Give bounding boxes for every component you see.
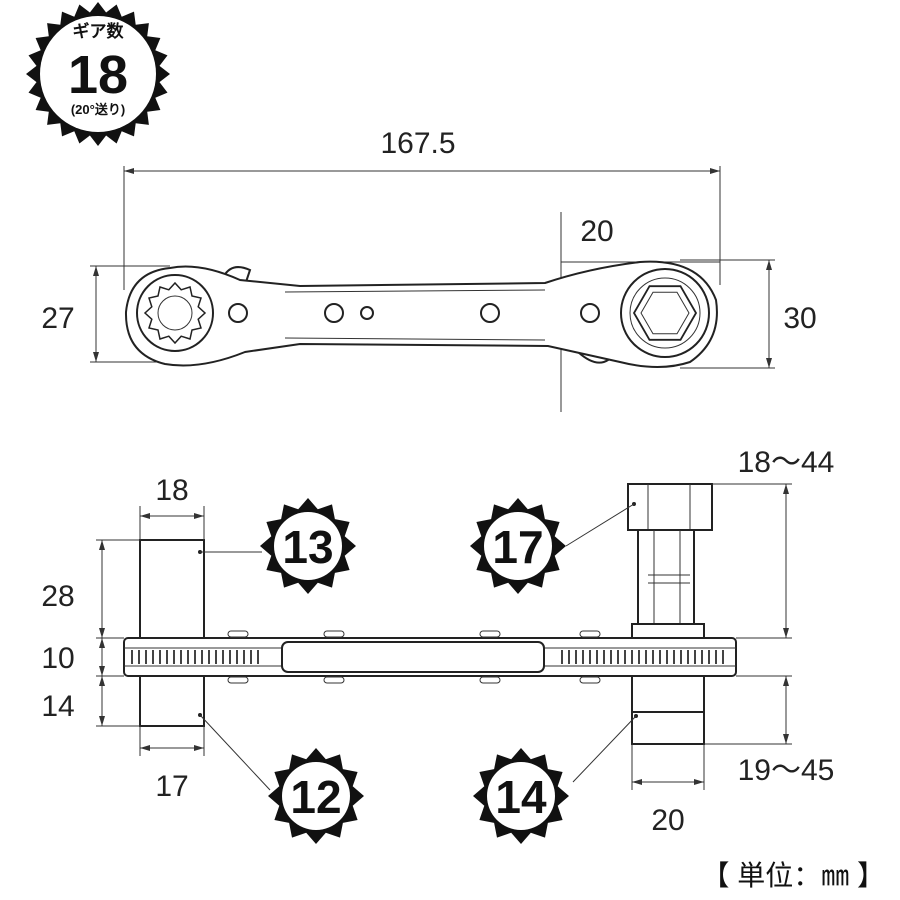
- socket-top-width-label: 18: [155, 474, 188, 507]
- badge-top-label: ギア数: [73, 21, 125, 41]
- badge-gear-number: 18: [68, 45, 128, 105]
- size-13-label: 13: [282, 521, 333, 573]
- overall-length-label: 167.5: [380, 127, 455, 160]
- socket-bottom-length-label: 14: [41, 690, 74, 723]
- wrench-top-view: 167.5 20 27 30: [41, 127, 817, 412]
- size-marker-12: 12: [268, 748, 364, 844]
- gear-count-badge: ギア数 18 (20°送り): [26, 2, 170, 146]
- head-offset-label: 20: [580, 215, 613, 248]
- left-head-height-label: 27: [41, 302, 74, 335]
- size-marker-17: 17: [470, 498, 566, 594]
- right-head-height-label: 30: [783, 302, 816, 335]
- unit-label: 【 単位：㎜ 】: [701, 860, 885, 891]
- socket-top-length-label: 28: [41, 580, 74, 613]
- size-14-label: 14: [495, 771, 547, 823]
- size-marker-14: 14: [473, 748, 569, 844]
- body-thickness-label: 10: [41, 642, 74, 675]
- wrench-side-view: 18 28 10 14 17 18〜44 19〜45: [41, 446, 834, 837]
- socket-bottom-width-label: 17: [155, 770, 188, 803]
- size-12-label: 12: [290, 771, 341, 823]
- size-17-label: 17: [492, 521, 543, 573]
- adjust-bottom-width-label: 20: [651, 804, 684, 837]
- badge-sub-label: (20°送り): [71, 102, 125, 117]
- size-marker-13: 13: [260, 498, 356, 594]
- adjust-top-range-label: 18〜44: [738, 446, 835, 479]
- adjust-bottom-range-label: 19〜45: [738, 754, 835, 787]
